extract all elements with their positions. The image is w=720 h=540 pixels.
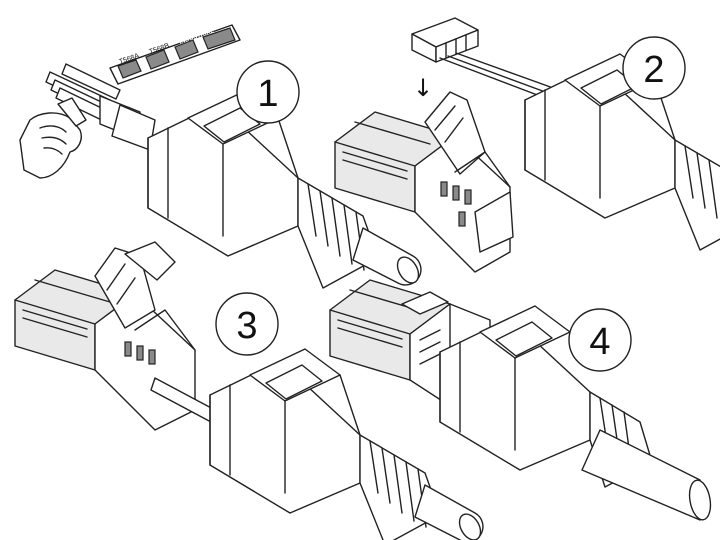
step-2-connector [334, 91, 514, 273]
hand-icon [19, 97, 87, 179]
step-4-badge: 4 [568, 308, 632, 372]
step-2-boot [524, 53, 720, 251]
step-4-number: 4 [589, 321, 610, 363]
step-2-badge: 2 [622, 36, 686, 100]
insert-arrow-icon: ↓ [413, 74, 433, 102]
step-2-number: 2 [643, 49, 664, 91]
step-2-illustration: ↓ [334, 17, 720, 273]
wiring-color-card: T568A T568B INDUSTRIAL [109, 24, 241, 85]
step-3-illustration [14, 241, 486, 540]
step-4-cable-end [688, 479, 712, 521]
wire-holder [411, 17, 557, 97]
step-1-number: 1 [257, 73, 278, 115]
step-4-illustration [329, 279, 712, 521]
step-4-cable [581, 429, 701, 521]
step-1-badge: 1 [236, 60, 300, 124]
step-3-number: 3 [236, 305, 257, 347]
step-3-connector [14, 241, 216, 431]
step-3-badge: 3 [215, 292, 279, 356]
